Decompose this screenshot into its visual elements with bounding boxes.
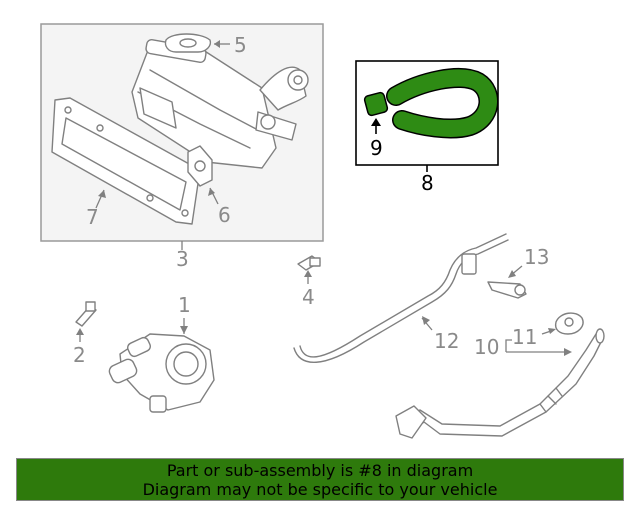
banner-line-1: Part or sub-assembly is #8 in diagram [166,460,474,480]
callout-4: 4 [302,285,315,309]
callout-8: 8 [421,171,434,195]
banner-line-2: Diagram may not be specific to your vehi… [142,479,498,499]
pipe-10 [395,328,605,439]
callout-13: 13 [524,245,549,269]
egr-valve-1 [108,333,215,413]
egr-cooler [131,38,309,169]
callout-1: 1 [178,293,191,317]
bolt-4 [297,255,321,271]
callout-2: 2 [73,343,86,367]
callout-9: 9 [370,136,383,160]
gasket-7 [51,97,201,225]
callout-10: 10 [474,335,499,359]
callout-7: 7 [86,205,99,229]
callout-6: 6 [218,203,231,227]
tube-12 [293,233,509,363]
gasket-6 [187,145,213,187]
callout-3: 3 [176,247,189,271]
callout-11: 11 [512,325,537,349]
info-banner: Part or sub-assembly is #8 in diagram Di… [16,458,624,501]
callout-12: 12 [434,329,459,353]
gasket-5 [164,33,212,53]
bracket-13 [487,281,527,299]
bolt-2 [75,301,97,327]
gasket-11 [554,312,584,335]
egr-hose-9 [363,67,499,139]
callout-5: 5 [234,33,247,57]
